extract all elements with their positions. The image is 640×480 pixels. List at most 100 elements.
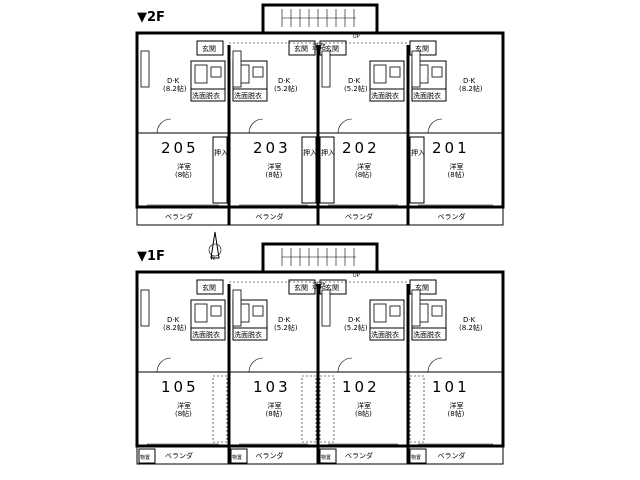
toilet-icon (252, 66, 264, 78)
kitchen-counter (321, 50, 331, 88)
dk-size-label: (8.2帖) (459, 323, 483, 332)
staircase: UP (261, 242, 379, 279)
wash-room-label: 洗面脱衣 (234, 91, 262, 100)
unit-number: 103 (253, 378, 291, 396)
bathtub-icon (194, 303, 208, 323)
wash-room (232, 88, 268, 102)
kitchen-counter (411, 50, 421, 88)
kitchen-counter (411, 289, 421, 327)
entry-area (288, 40, 316, 56)
veranda-label: ベランダ (256, 451, 284, 460)
closet (301, 136, 317, 204)
veranda-label: ベランダ (165, 212, 193, 221)
door-swing-icon (156, 357, 172, 373)
unit-number: 105 (161, 378, 199, 396)
dk-size-label: (8.2帖) (459, 84, 483, 93)
door-swing-icon (156, 118, 172, 134)
entry-area (196, 40, 224, 56)
storage (409, 448, 427, 464)
closet (212, 375, 228, 443)
western-room-label: 洋室 (357, 401, 371, 410)
storage (230, 448, 248, 464)
western-room-size: (8帖) (175, 170, 192, 179)
entry-area (319, 40, 347, 56)
entry-label: 玄関 (202, 44, 216, 53)
wash-room (411, 88, 447, 102)
western-room-label: 洋室 (450, 401, 464, 410)
closet (301, 375, 317, 443)
western-room-label: 洋室 (177, 162, 191, 171)
storage (138, 448, 156, 464)
veranda-strip (136, 206, 504, 226)
western-room-label: 洋室 (268, 401, 282, 410)
kitchen-counter (140, 289, 150, 327)
unit-number: 201 (432, 139, 470, 157)
veranda-label: ベランダ (165, 451, 193, 460)
dk-size-label: (5.2帖) (274, 84, 298, 93)
entry-area (196, 279, 224, 295)
wash-room-label: 洗面脱衣 (234, 330, 262, 339)
western-room-size: (8帖) (448, 170, 465, 179)
toilet-icon (431, 66, 443, 78)
unit-number: 101 (432, 378, 470, 396)
entry-label: 玄関 (325, 283, 339, 292)
closet (409, 375, 425, 443)
western-room-size: (8帖) (355, 170, 372, 179)
storage (319, 448, 337, 464)
entry-area (409, 279, 437, 295)
western-room-size: (8帖) (355, 409, 372, 418)
wash-room-label: 洗面脱衣 (192, 330, 220, 339)
western-room-size: (8帖) (266, 409, 283, 418)
wash-room-label: 洗面脱衣 (371, 91, 399, 100)
door-swing-icon (337, 118, 353, 134)
dk-label: D·K (348, 77, 361, 85)
north-arrow-icon: N (208, 231, 222, 262)
floor-2f: ▼2FUP通路玄関洗面脱衣D·K(8.2帖)205洋室(8帖)押入ベランダ玄関洗… (135, 3, 505, 226)
wash-room (411, 327, 447, 341)
kitchen-counter (232, 289, 242, 327)
western-room-size: (8帖) (175, 409, 192, 418)
wash-room-label: 洗面脱衣 (413, 91, 441, 100)
closet (212, 136, 228, 204)
door-swing-icon (337, 357, 353, 373)
entry-area (319, 279, 347, 295)
wash-room-label: 洗面脱衣 (192, 91, 220, 100)
dk-size-label: (5.2帖) (344, 84, 368, 93)
closet-label: 押入 (321, 148, 335, 157)
entry-label: 玄関 (294, 283, 308, 292)
door-swing-icon (248, 357, 264, 373)
bathtub-icon (373, 64, 387, 84)
dk-label: D·K (278, 316, 291, 324)
closet (319, 375, 335, 443)
unit-number: 203 (253, 139, 291, 157)
closet-label: 押入 (303, 148, 317, 157)
entry-area (409, 40, 437, 56)
western-room-label: 洋室 (268, 162, 282, 171)
floor-1f: ▼1FUP通路玄関洗面脱衣D·K(8.2帖)105洋室(8帖)ベランダ物置玄関洗… (135, 242, 505, 465)
unit-number: 202 (342, 139, 380, 157)
dk-size-label: (5.2帖) (344, 323, 368, 332)
dk-label: D·K (167, 316, 180, 324)
western-room-label: 洋室 (450, 162, 464, 171)
toilet-icon (210, 66, 222, 78)
dk-size-label: (8.2帖) (163, 323, 187, 332)
storage-label: 物置 (232, 454, 242, 461)
western-room-label: 洋室 (357, 162, 371, 171)
door-swing-icon (248, 118, 264, 134)
veranda-label: ベランダ (256, 212, 284, 221)
kitchen-counter (140, 50, 150, 88)
bathtub-icon (194, 64, 208, 84)
dk-label: D·K (463, 316, 476, 324)
toilet-icon (252, 305, 264, 317)
wash-room (369, 88, 405, 102)
veranda-strip (136, 445, 504, 465)
